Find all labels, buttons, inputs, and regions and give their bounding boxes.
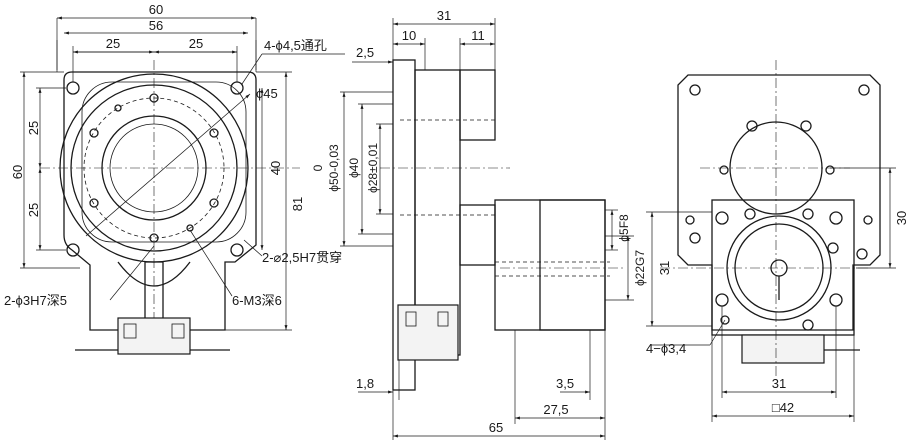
tapped-hole-5	[89, 198, 99, 208]
holes-leader	[241, 53, 263, 85]
dim-60-height: 60	[10, 165, 25, 179]
plate-hole-tl	[689, 84, 701, 96]
side-lower-boss	[459, 204, 496, 266]
side-connector-slot-2	[437, 311, 449, 327]
holes-3-4-label: 4−ϕ3,4	[646, 341, 686, 356]
right-connector	[741, 334, 825, 364]
plate-hole-ml	[689, 232, 701, 244]
dim-25-upper: 25	[26, 121, 41, 135]
dim-81: 81	[290, 197, 305, 211]
motor-square	[711, 199, 855, 336]
dim-25-left: 25	[106, 36, 120, 51]
dia-40: ϕ40	[347, 158, 361, 178]
plate-hole-mr	[856, 248, 868, 260]
dim-65: 65	[489, 420, 503, 435]
dia-50: ϕ50-0,03	[327, 144, 341, 192]
pin-hole-2	[186, 224, 194, 232]
motor-hole-t2	[744, 208, 756, 220]
dim-10: 10	[402, 28, 416, 43]
corner-hole-tl	[66, 81, 80, 95]
dia45-leader	[85, 93, 251, 237]
side-upper-boss	[459, 69, 496, 141]
plate-hole-l2	[685, 215, 695, 225]
motor-hole-bl	[715, 293, 729, 307]
dia-45-label: ϕ45	[256, 86, 278, 101]
right-plate-outline	[677, 74, 881, 331]
dim-60-width: 60	[149, 2, 163, 17]
dim-27-5: 27,5	[543, 402, 568, 417]
pin-through-leader	[243, 239, 263, 257]
motor-hole-m2	[720, 315, 730, 325]
motor-hole-tr	[829, 211, 843, 225]
dim-11: 11	[471, 28, 485, 43]
plate-hole-r2	[863, 215, 873, 225]
front-view: 60 56 25 25 4-ϕ4,5通孔 ϕ45 60 25 25 40	[4, 2, 345, 355]
plate-hole-tr	[858, 84, 870, 96]
dim-25-lower: 25	[26, 203, 41, 217]
motor-flange-circle	[726, 215, 832, 321]
front-connector	[117, 317, 191, 355]
tapped-holes-label: 6-M3深6	[232, 293, 282, 308]
pin-hole-1	[114, 104, 122, 112]
motor-hole-tl	[715, 211, 729, 225]
side-connector-slot	[405, 311, 417, 327]
motor-hole-b2	[802, 319, 814, 331]
holes-3-4-leader	[709, 319, 726, 346]
upper-boss-hole-4	[825, 165, 835, 175]
front-connector-slot-r	[171, 323, 185, 339]
motor-hole-m1	[827, 242, 839, 254]
dim-31-top: 31	[437, 8, 451, 23]
side-motor-cap	[539, 199, 606, 331]
side-motor	[494, 199, 606, 331]
dia-28: ϕ28±0,01	[366, 143, 380, 193]
dia-22g7: ϕ22G7	[633, 250, 647, 286]
dim-25-right: 25	[189, 36, 203, 51]
upper-boss-hole-1	[746, 120, 758, 132]
side-view: 31 10 11 2,5 0 ϕ50-0,03 ϕ40 ϕ28±0,01 ϕ	[311, 8, 712, 440]
dim-40: 40	[268, 161, 283, 175]
pin-through-label: 2-⌀2,5H7贯穿	[262, 250, 342, 265]
front-body-outline	[63, 71, 257, 331]
square-42: □42	[772, 400, 794, 415]
tapped-hole-3	[209, 198, 219, 208]
front-body-inner	[81, 81, 247, 243]
dim-2-5: 2,5	[356, 45, 374, 60]
dim-30: 30	[894, 211, 906, 225]
pin-depth-leader	[109, 245, 155, 301]
front-lower-housing	[117, 261, 191, 287]
tapped-hole-2	[209, 128, 219, 138]
corner-hole-bl	[66, 243, 80, 257]
dim-56: 56	[149, 18, 163, 33]
dim-31-bottom: 31	[772, 376, 786, 391]
tapped-leader	[189, 229, 233, 297]
tapped-hole-6	[89, 128, 99, 138]
dim-0: 0	[311, 164, 325, 171]
side-connector	[397, 304, 459, 361]
dim-1-8: 1,8	[356, 376, 374, 391]
shaft-5f8: ϕ5F8	[617, 214, 631, 242]
corner-hole-tr	[230, 81, 244, 95]
front-connector-slot-l	[123, 323, 137, 339]
upper-boss-hole-2	[800, 120, 812, 132]
corner-hole-br	[230, 243, 244, 257]
pin-depth-label: 2-ϕ3H7深5	[4, 293, 67, 308]
right-view: 30 4−ϕ3,4 31 □42	[646, 60, 906, 422]
motor-hole-br	[829, 293, 843, 307]
holes-through-label: 4-ϕ4,5通孔	[264, 38, 327, 53]
upper-boss-hole-3	[719, 165, 729, 175]
motor-hole-t3	[802, 208, 814, 220]
dim-3-5: 3,5	[556, 376, 574, 391]
